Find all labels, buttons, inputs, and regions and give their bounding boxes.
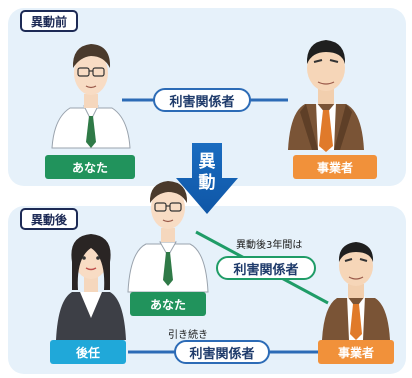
transfer-char-2: 動 <box>198 173 216 193</box>
before-section-title: 異動前 <box>20 10 78 32</box>
business-before-figure <box>288 40 364 152</box>
you-after-figure <box>127 181 209 293</box>
before-you-label: あなた <box>45 155 135 179</box>
transfer-arrow <box>176 143 238 214</box>
after-business-label: 事業者 <box>318 340 394 364</box>
before-relation-label: 利害関係者 <box>153 88 251 112</box>
before-business-label: 事業者 <box>293 155 377 179</box>
three-years-note: 異動後3年間は <box>236 240 303 251</box>
successor-label: 後任 <box>50 340 126 364</box>
successor-figure <box>56 234 126 340</box>
business-after-figure <box>322 242 390 340</box>
continuing-note: 引き続き <box>168 330 208 341</box>
transfer-char-1: 異 <box>198 152 216 172</box>
after-section-title: 異動後 <box>20 208 78 230</box>
after-you-relation-label: 利害関係者 <box>216 256 316 280</box>
you-before-figure <box>51 44 131 149</box>
transfer-arrow-text: 異 動 <box>194 152 220 194</box>
after-successor-relation-label: 利害関係者 <box>174 340 270 364</box>
after-you-label: あなた <box>130 292 206 316</box>
